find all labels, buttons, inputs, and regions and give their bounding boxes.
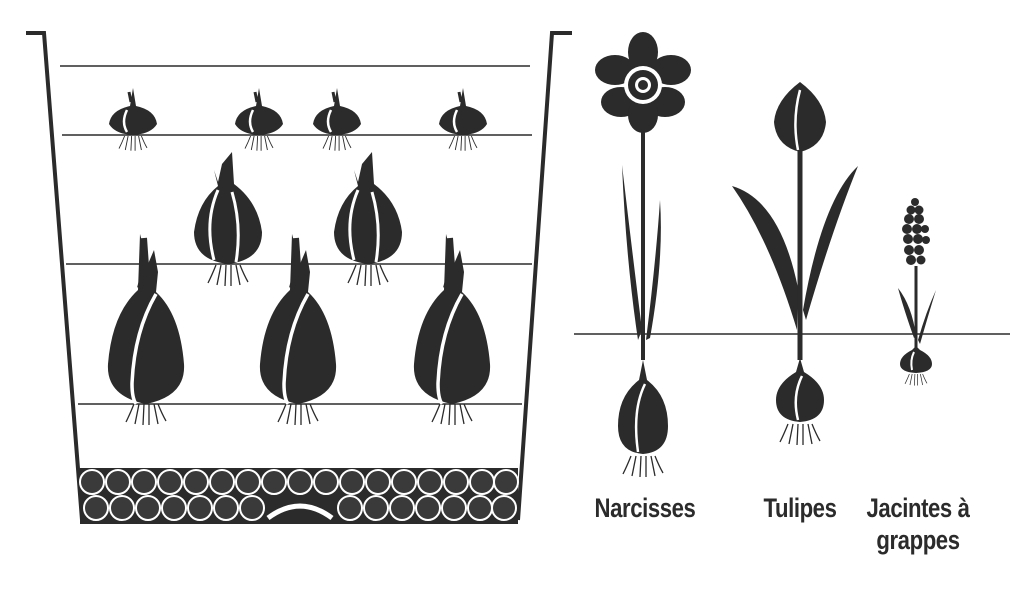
grape-hyacinth-plant (898, 198, 936, 386)
daffodil-plant (595, 32, 691, 478)
bulbs-small-row (109, 88, 487, 151)
label-narcisses: Narcisses (594, 493, 696, 523)
label-tulipes: Tulipes (763, 493, 837, 523)
tulip-plant (732, 82, 858, 446)
bulbs-large-row (108, 234, 490, 425)
drainage-layer (79, 468, 519, 524)
label-jacintes: Jacintes à grappes (866, 493, 970, 555)
